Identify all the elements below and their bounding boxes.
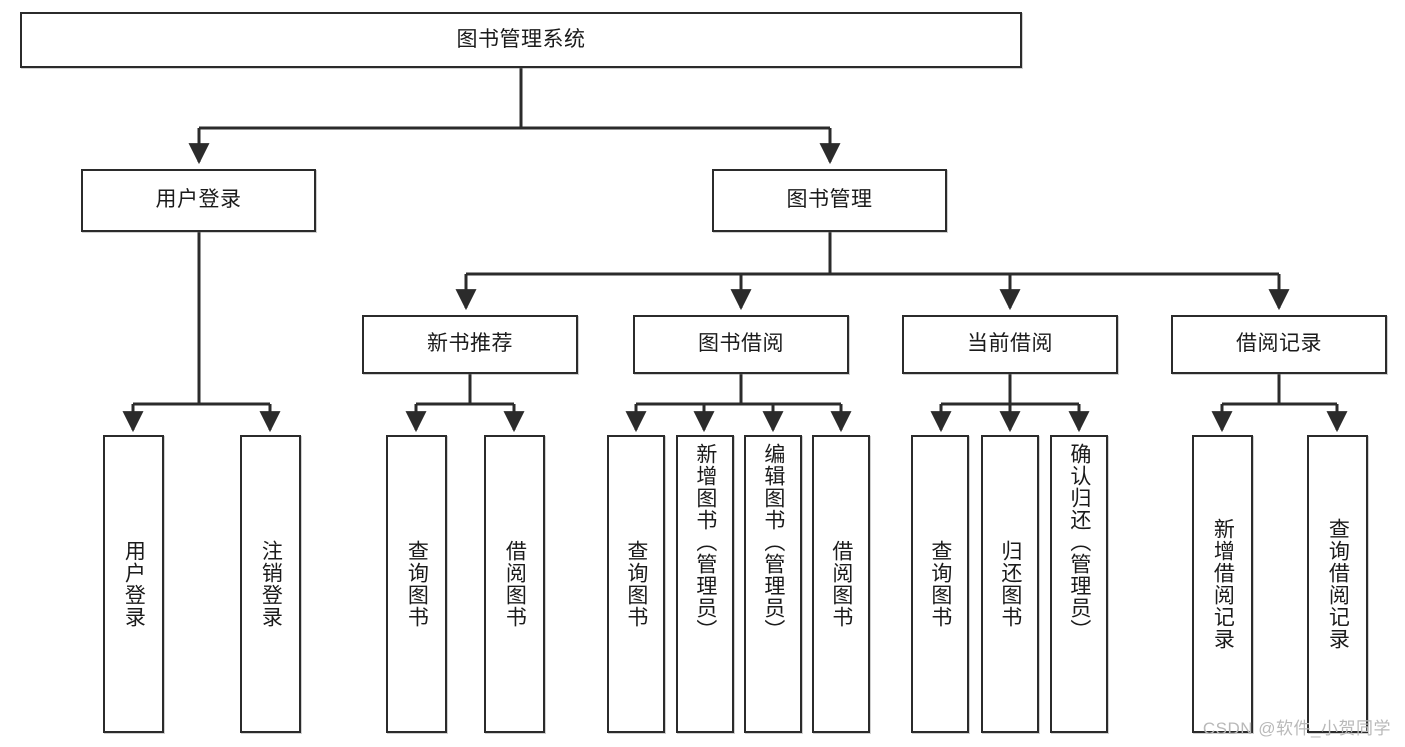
leaf-query-book-2[interactable]: 查询图书 — [607, 435, 665, 733]
leaf-edit-book[interactable]: 编辑图书（管理员） — [744, 435, 802, 733]
leaf-query-book-2-label: 查询图书 — [624, 540, 648, 628]
leaf-return-book-label: 归还图书 — [998, 540, 1022, 628]
node-current-borrow[interactable]: 当前借阅 — [902, 315, 1118, 374]
node-new-book-recommend-label: 新书推荐 — [427, 332, 513, 356]
leaf-user-login-label: 用户登录 — [122, 540, 146, 628]
leaf-borrow-book-2[interactable]: 借阅图书 — [812, 435, 870, 733]
leaf-query-record-label: 查询借阅记录 — [1326, 518, 1350, 650]
leaf-logout-login[interactable]: 注销登录 — [240, 435, 301, 733]
leaf-borrow-book-1[interactable]: 借阅图书 — [484, 435, 545, 733]
leaf-query-book-1[interactable]: 查询图书 — [386, 435, 447, 733]
leaf-query-book-3-label: 查询图书 — [928, 540, 952, 628]
watermark: CSDN @软件_小贺同学 — [1202, 719, 1391, 738]
node-user-login-label: 用户登录 — [155, 188, 242, 212]
leaf-add-record-label: 新增借阅记录 — [1211, 518, 1235, 650]
node-book-borrow[interactable]: 图书借阅 — [633, 315, 849, 374]
node-book-manage[interactable]: 图书管理 — [712, 169, 947, 232]
leaf-user-login[interactable]: 用户登录 — [103, 435, 164, 733]
leaf-logout-login-label: 注销登录 — [259, 540, 283, 628]
node-current-borrow-label: 当前借阅 — [967, 332, 1053, 356]
leaf-borrow-book-1-label: 借阅图书 — [503, 540, 527, 628]
leaf-add-book-label: 新增图书（管理员） — [693, 443, 717, 641]
leaf-confirm-return-label: 确认归还（管理员） — [1067, 443, 1091, 641]
leaf-borrow-book-2-label: 借阅图书 — [829, 540, 853, 628]
leaf-return-book[interactable]: 归还图书 — [981, 435, 1039, 733]
leaf-confirm-return[interactable]: 确认归还（管理员） — [1050, 435, 1108, 733]
leaf-add-record[interactable]: 新增借阅记录 — [1192, 435, 1253, 733]
leaf-query-book-3[interactable]: 查询图书 — [911, 435, 969, 733]
leaf-add-book[interactable]: 新增图书（管理员） — [676, 435, 734, 733]
node-borrow-record[interactable]: 借阅记录 — [1171, 315, 1387, 374]
leaf-query-book-1-label: 查询图书 — [405, 540, 429, 628]
node-user-login[interactable]: 用户登录 — [81, 169, 316, 232]
node-borrow-record-label: 借阅记录 — [1236, 332, 1322, 356]
leaf-edit-book-label: 编辑图书（管理员） — [761, 443, 785, 641]
leaf-query-record[interactable]: 查询借阅记录 — [1307, 435, 1368, 733]
node-book-manage-label: 图书管理 — [786, 188, 873, 212]
node-book-borrow-label: 图书借阅 — [698, 332, 784, 356]
node-root[interactable]: 图书管理系统 — [20, 12, 1022, 68]
node-root-label: 图书管理系统 — [456, 27, 586, 51]
node-new-book-recommend[interactable]: 新书推荐 — [362, 315, 578, 374]
